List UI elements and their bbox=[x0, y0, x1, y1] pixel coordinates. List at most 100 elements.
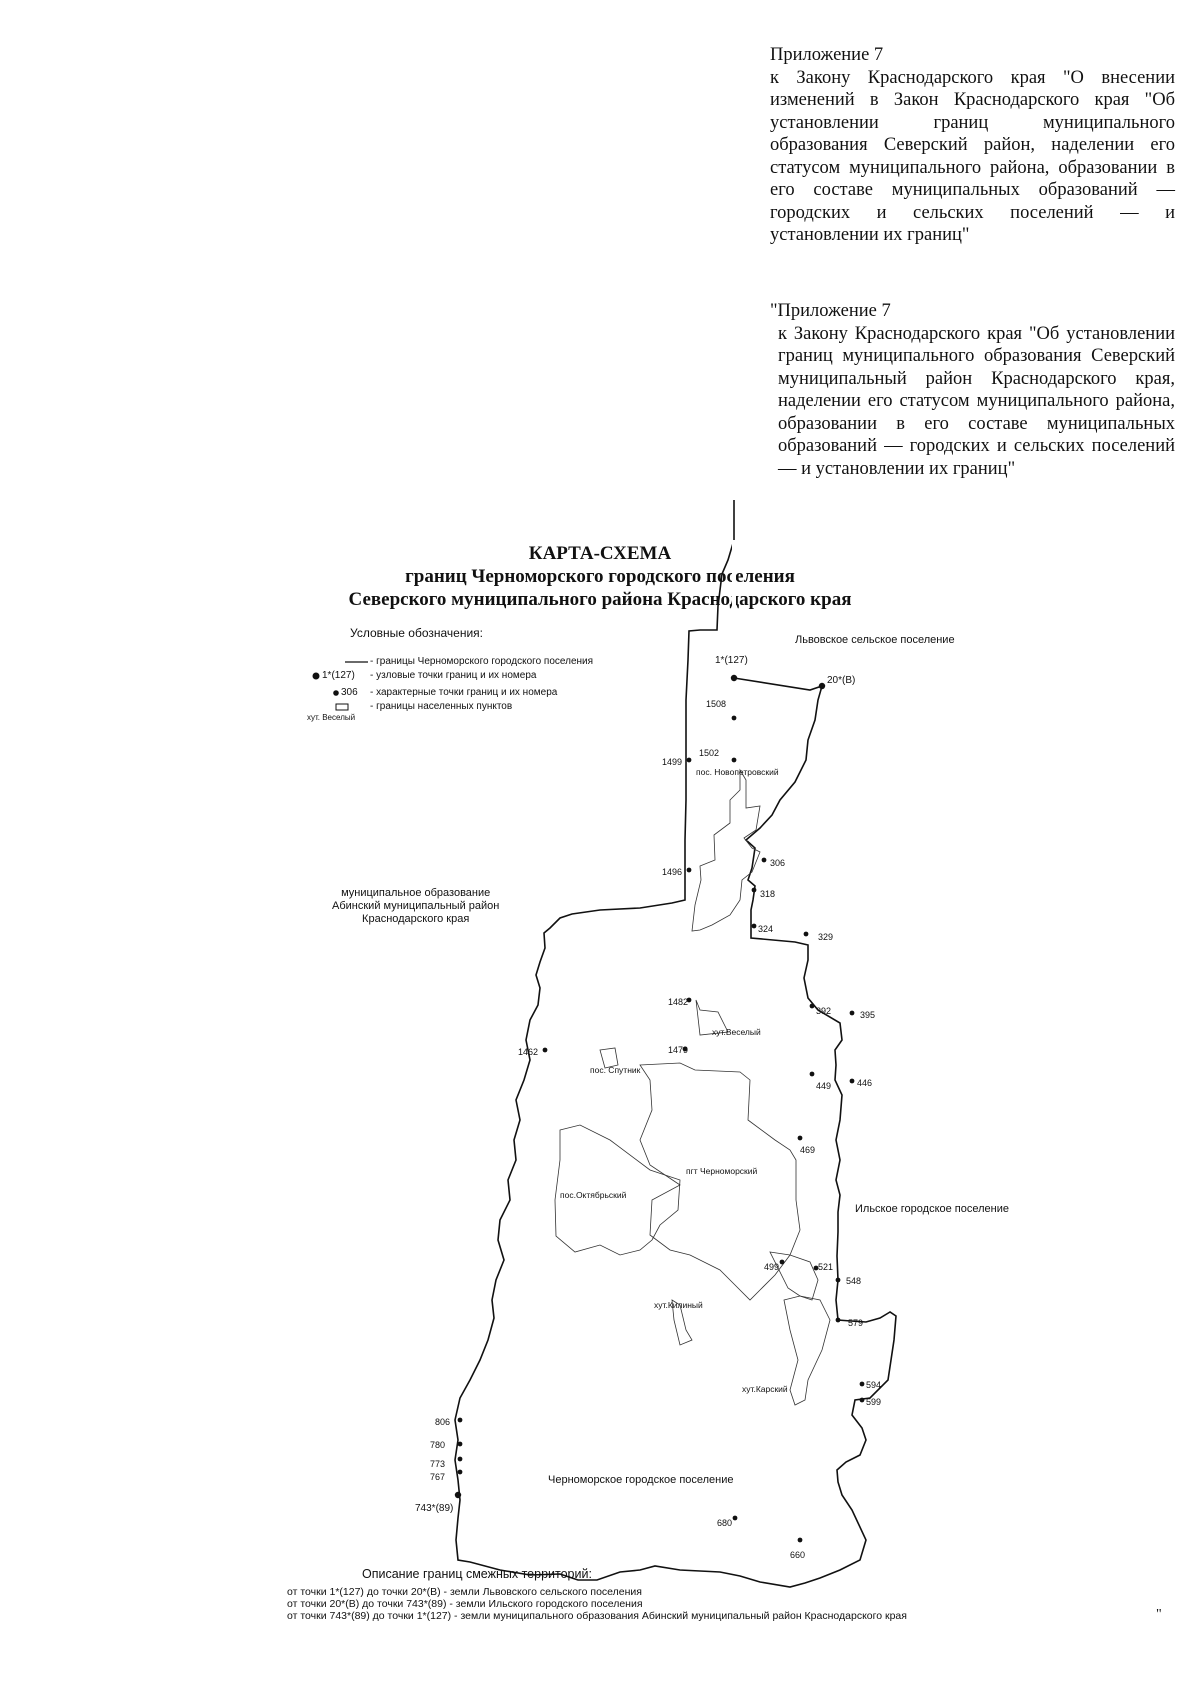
point-label-594: 594 bbox=[866, 1380, 882, 1390]
settlement-boundary bbox=[454, 500, 897, 1588]
point-label-329: 329 bbox=[818, 932, 834, 942]
map-subtitle-1: границ Черноморского городского поселени… bbox=[405, 566, 795, 587]
appendix-2-block: "Приложение 7 к Закону Краснодарского кр… bbox=[770, 300, 1175, 480]
boundary-point-1462 bbox=[542, 1047, 548, 1053]
boundary-point-660 bbox=[797, 1537, 803, 1543]
point-label-1508: 1508 bbox=[706, 699, 727, 709]
appendix-1-block: Приложение 7 к Закону Краснодарского кра… bbox=[770, 44, 1175, 247]
legend-title: Условные обозначения: bbox=[350, 626, 483, 640]
settlement-label-karsky: хут.Карский bbox=[742, 1384, 788, 1394]
settlement-label-sputnik: пос. Спутник bbox=[590, 1065, 641, 1075]
sputnik-outline bbox=[599, 1047, 619, 1069]
boundary-point-392 bbox=[809, 1003, 815, 1009]
point-label-521: 521 bbox=[818, 1262, 834, 1272]
point-label-392: 392 bbox=[816, 1006, 832, 1016]
appendix-2-body: к Закону Краснодарского края "Об установ… bbox=[778, 323, 1175, 479]
point-label-1: 1*(127) bbox=[715, 655, 748, 666]
settlement-outlines bbox=[554, 768, 831, 1406]
boundary-point-599 bbox=[859, 1397, 865, 1403]
point-label-806: 806 bbox=[435, 1417, 451, 1427]
vesely-outline bbox=[695, 999, 729, 1036]
legend-settlement-symbol bbox=[335, 703, 349, 711]
boundary-point-1482 bbox=[686, 997, 692, 1003]
point-label-579: 579 bbox=[848, 1318, 864, 1328]
point-label-773: 773 bbox=[430, 1459, 446, 1469]
boundary-point-579 bbox=[835, 1317, 841, 1323]
description-line-2: от точки 20*(В) до точки 743*(89) - земл… bbox=[287, 1598, 643, 1610]
legend-item-char-symbol: 306 bbox=[341, 687, 358, 698]
closing-quote: " bbox=[1156, 1607, 1162, 1622]
point-label-1462: 1462 bbox=[518, 1047, 539, 1057]
description-line-1: от точки 1*(127) до точки 20*(В) - земли… bbox=[287, 1586, 642, 1598]
boundary-point-329 bbox=[803, 931, 809, 937]
boundary-point-499 bbox=[779, 1259, 785, 1265]
boundary-point-1479 bbox=[682, 1046, 688, 1052]
region-chernomorskoe: Черноморское городское поселение bbox=[548, 1474, 734, 1486]
chernomorsky-outline bbox=[639, 1062, 801, 1301]
boundary-point-767 bbox=[457, 1469, 463, 1475]
point-label-449: 449 bbox=[816, 1081, 832, 1091]
point-label-318: 318 bbox=[760, 889, 776, 899]
point-label-446: 446 bbox=[857, 1078, 873, 1088]
karsky-east-outline bbox=[769, 1251, 819, 1301]
boundary-point-446 bbox=[849, 1078, 855, 1084]
appendix-2-first-line: "Приложение 7 bbox=[770, 301, 891, 321]
boundary-point-1502 bbox=[731, 757, 737, 763]
point-label-660: 660 bbox=[790, 1550, 806, 1560]
region-abinsky: муниципальное образование Абинский муниц… bbox=[332, 887, 500, 925]
boundary-point-548 bbox=[835, 1277, 841, 1283]
boundary-point-20*(В) bbox=[818, 682, 826, 690]
region-ilskoe: Ильское городское поселение bbox=[855, 1203, 1010, 1215]
boundary-point-743*(89) bbox=[454, 1491, 462, 1499]
point-label-1496: 1496 bbox=[662, 867, 683, 877]
region-lvovskoe: Львовское сельское поселение bbox=[795, 634, 955, 646]
point-label-1502: 1502 bbox=[699, 748, 720, 758]
settlement-label-kiliyny: хут.Килиный bbox=[654, 1300, 703, 1310]
point-label-767: 767 bbox=[430, 1472, 446, 1482]
boundary-points bbox=[454, 674, 865, 1543]
boundary-point-1*(127) bbox=[730, 674, 738, 682]
boundary-point-806 bbox=[457, 1417, 463, 1423]
legend-item-settlement-symbol: хут. Веселый bbox=[307, 713, 356, 722]
point-label-1479: 1479 bbox=[668, 1045, 689, 1055]
boundary-point-469 bbox=[797, 1135, 803, 1141]
point-label-548: 548 bbox=[846, 1276, 862, 1286]
boundary-point-1496 bbox=[686, 867, 692, 873]
boundary-point-780 bbox=[457, 1441, 463, 1447]
point-label-599: 599 bbox=[866, 1397, 882, 1407]
settlement-label-chernomorsky: пгт Черноморский bbox=[686, 1166, 758, 1176]
map-subtitle-2: Северского муниципального района Краснод… bbox=[348, 589, 852, 610]
boundary-point-324 bbox=[751, 923, 757, 929]
legend-symbols bbox=[312, 661, 368, 711]
legend-item-boundary: - границы Черноморского городского посел… bbox=[370, 656, 594, 667]
boundary-point-1499 bbox=[686, 757, 692, 763]
description-heading: Описание границ смежных территорий: bbox=[362, 1567, 592, 1581]
point-label-499: 499 bbox=[764, 1262, 780, 1272]
settlement-label-vesely: хут.Веселый bbox=[712, 1027, 761, 1037]
boundary-point-594 bbox=[859, 1381, 865, 1387]
appendix-1-body: к Закону Краснодарского края "О внесении… bbox=[770, 67, 1175, 246]
boundary-point-318 bbox=[751, 887, 757, 893]
legend-item-node: - узловые точки границ и их номера bbox=[370, 670, 537, 681]
settlement-label-oktyabrsky: пос.Октябрьский bbox=[560, 1190, 627, 1200]
boundary-point-773 bbox=[457, 1456, 463, 1462]
boundary-point-680 bbox=[732, 1515, 738, 1521]
point-label-395: 395 bbox=[860, 1010, 876, 1020]
legend-char-dot bbox=[333, 690, 339, 696]
boundary-point-449 bbox=[809, 1071, 815, 1077]
boundary-point-521 bbox=[813, 1265, 819, 1271]
point-label-324: 324 bbox=[758, 924, 774, 934]
legend-item-settlement: - границы населенных пунктов bbox=[370, 701, 513, 712]
kiliyny-outline bbox=[671, 1299, 693, 1346]
description-line-3: от точки 743*(89) до точки 1*(127) - зем… bbox=[287, 1610, 907, 1622]
point-label-306: 306 bbox=[770, 858, 786, 868]
legend-item-node-symbol: 1*(127) bbox=[322, 670, 355, 681]
point-label-20: 20*(В) bbox=[827, 675, 856, 686]
boundary-point-1508 bbox=[731, 715, 737, 721]
point-label-780: 780 bbox=[430, 1440, 446, 1450]
karsky-outline bbox=[783, 1295, 831, 1406]
point-label-680: 680 bbox=[717, 1518, 733, 1528]
point-label-469: 469 bbox=[800, 1145, 816, 1155]
oktyabrsky-outline bbox=[554, 1124, 681, 1256]
